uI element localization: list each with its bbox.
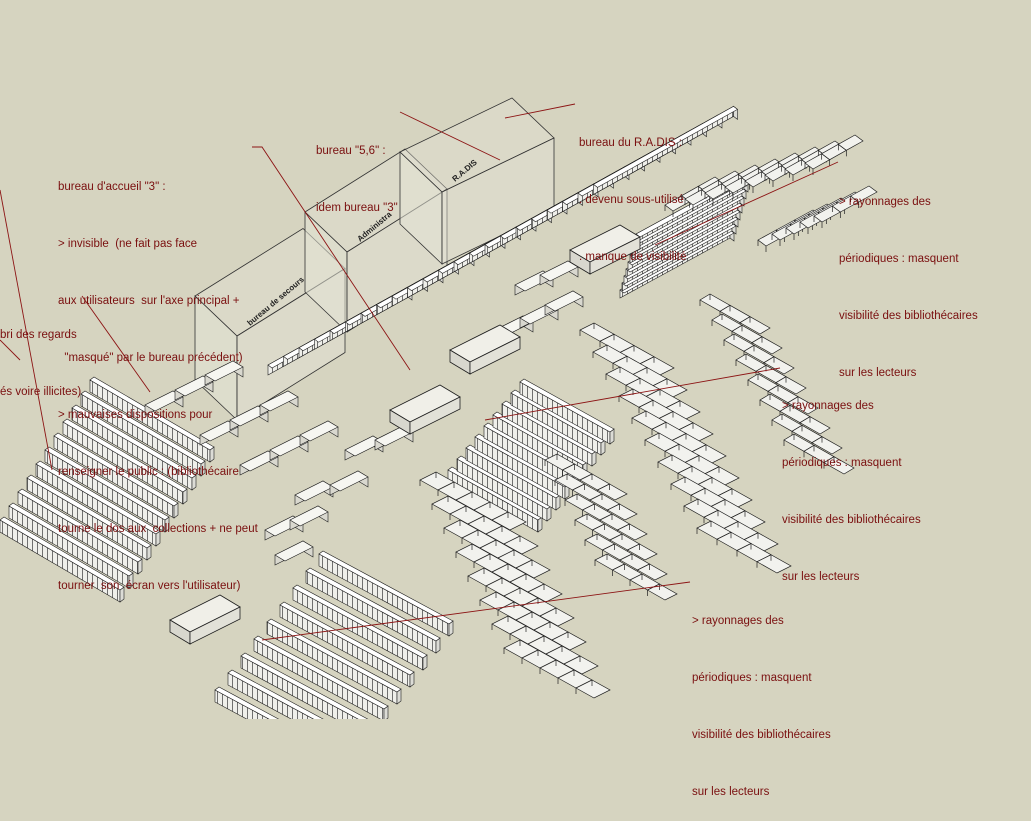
reading-table bbox=[592, 344, 688, 398]
shelf-row bbox=[17, 488, 143, 575]
service-counter bbox=[389, 384, 461, 435]
reading-table bbox=[699, 293, 771, 335]
shelf-row bbox=[62, 418, 188, 505]
reading-table bbox=[467, 567, 575, 627]
shelf-row bbox=[0, 516, 125, 603]
reading-table bbox=[813, 185, 878, 228]
annotation-bureau-radis: bureau du R.A.DIS : . devenu sous-utilis… bbox=[579, 137, 687, 263]
reading-table bbox=[618, 388, 714, 442]
leader-line bbox=[399, 111, 501, 161]
work-desk bbox=[299, 420, 339, 446]
annotation-periodiques-middle: > rayonnages des périodiques : masquent … bbox=[782, 400, 921, 583]
leader-line bbox=[484, 367, 781, 421]
service-counter bbox=[169, 594, 241, 645]
reading-table bbox=[759, 393, 831, 435]
shelf-row bbox=[318, 550, 454, 637]
shelf-row bbox=[240, 652, 369, 719]
work-desk bbox=[144, 390, 184, 416]
annotation-periodiques-bottom: > rayonnages des périodiques : masquent … bbox=[692, 615, 831, 798]
shelf-row bbox=[35, 460, 161, 547]
service-desks bbox=[144, 224, 641, 645]
leader-line bbox=[0, 339, 21, 361]
leader-line bbox=[252, 146, 411, 371]
leader-line bbox=[0, 189, 53, 471]
shelf-row bbox=[305, 567, 441, 654]
annotation-periodiques-top: > rayonnages des périodiques : masquent … bbox=[839, 196, 978, 379]
reading-table bbox=[657, 454, 753, 508]
reading-table bbox=[804, 134, 864, 175]
shelf-row bbox=[292, 584, 428, 671]
annotation-leader-lines bbox=[0, 103, 839, 641]
shelf-row bbox=[26, 474, 152, 561]
shelf-row bbox=[8, 502, 134, 589]
reading-table bbox=[564, 493, 648, 541]
reading-table bbox=[670, 476, 766, 530]
work-desk bbox=[274, 540, 314, 566]
leader-line bbox=[261, 581, 691, 641]
reading-table bbox=[419, 471, 527, 531]
shelf-row bbox=[89, 376, 215, 463]
shelf-row bbox=[592, 105, 739, 195]
work-desk bbox=[539, 260, 579, 286]
reading-table bbox=[696, 520, 792, 574]
reading-table bbox=[683, 498, 779, 552]
reading-table bbox=[574, 513, 658, 561]
leader-line bbox=[654, 161, 839, 246]
leader-line bbox=[504, 103, 576, 119]
work-desk bbox=[259, 390, 299, 416]
work-desk bbox=[204, 360, 244, 386]
annotation-abri-regards: bri des regards és voire illicites) bbox=[0, 329, 82, 398]
shelf-row bbox=[266, 618, 402, 705]
shelf-row bbox=[53, 432, 179, 519]
work-desk bbox=[229, 405, 269, 431]
reading-table bbox=[554, 473, 638, 521]
reading-table bbox=[783, 433, 855, 475]
reading-table bbox=[711, 313, 783, 355]
reading-table bbox=[443, 519, 551, 579]
shelf-row bbox=[44, 446, 170, 533]
shelf-row bbox=[456, 455, 552, 522]
work-desk bbox=[289, 505, 329, 531]
shelf-row bbox=[253, 635, 389, 719]
shelf-row bbox=[279, 601, 415, 688]
shelf-row bbox=[71, 404, 197, 491]
reading-table bbox=[644, 432, 740, 486]
annotation-bureau-accueil-3: bureau d'accueil "3" : > invisible (ne f… bbox=[58, 181, 258, 592]
reading-table bbox=[771, 413, 843, 455]
shelf-row bbox=[465, 444, 561, 511]
leader-line bbox=[81, 295, 151, 393]
shelf-row bbox=[214, 686, 280, 719]
annotation-bureau-5-6: bureau "5,6" : idem bureau "3" bbox=[316, 145, 398, 214]
shelf-row bbox=[227, 669, 324, 719]
service-counter bbox=[569, 224, 641, 275]
reading-table bbox=[584, 533, 668, 581]
work-desk bbox=[294, 480, 334, 506]
reading-table bbox=[594, 553, 678, 601]
work-desk bbox=[544, 290, 584, 316]
work-desk bbox=[239, 450, 279, 476]
reading-table bbox=[455, 543, 563, 603]
service-counter bbox=[449, 324, 521, 375]
reading-table bbox=[431, 495, 539, 555]
reading-table bbox=[544, 453, 628, 501]
reading-table bbox=[735, 353, 807, 395]
work-desk bbox=[344, 435, 384, 461]
work-desk bbox=[329, 470, 369, 496]
reading-table bbox=[491, 615, 599, 675]
reading-table bbox=[747, 373, 819, 415]
reading-table bbox=[631, 410, 727, 464]
reading-table bbox=[503, 639, 611, 699]
work-desk bbox=[374, 425, 414, 451]
office-rooms bbox=[194, 97, 555, 421]
reading-tables bbox=[419, 134, 878, 699]
office-room bbox=[399, 97, 555, 265]
shelf-row bbox=[80, 390, 206, 477]
